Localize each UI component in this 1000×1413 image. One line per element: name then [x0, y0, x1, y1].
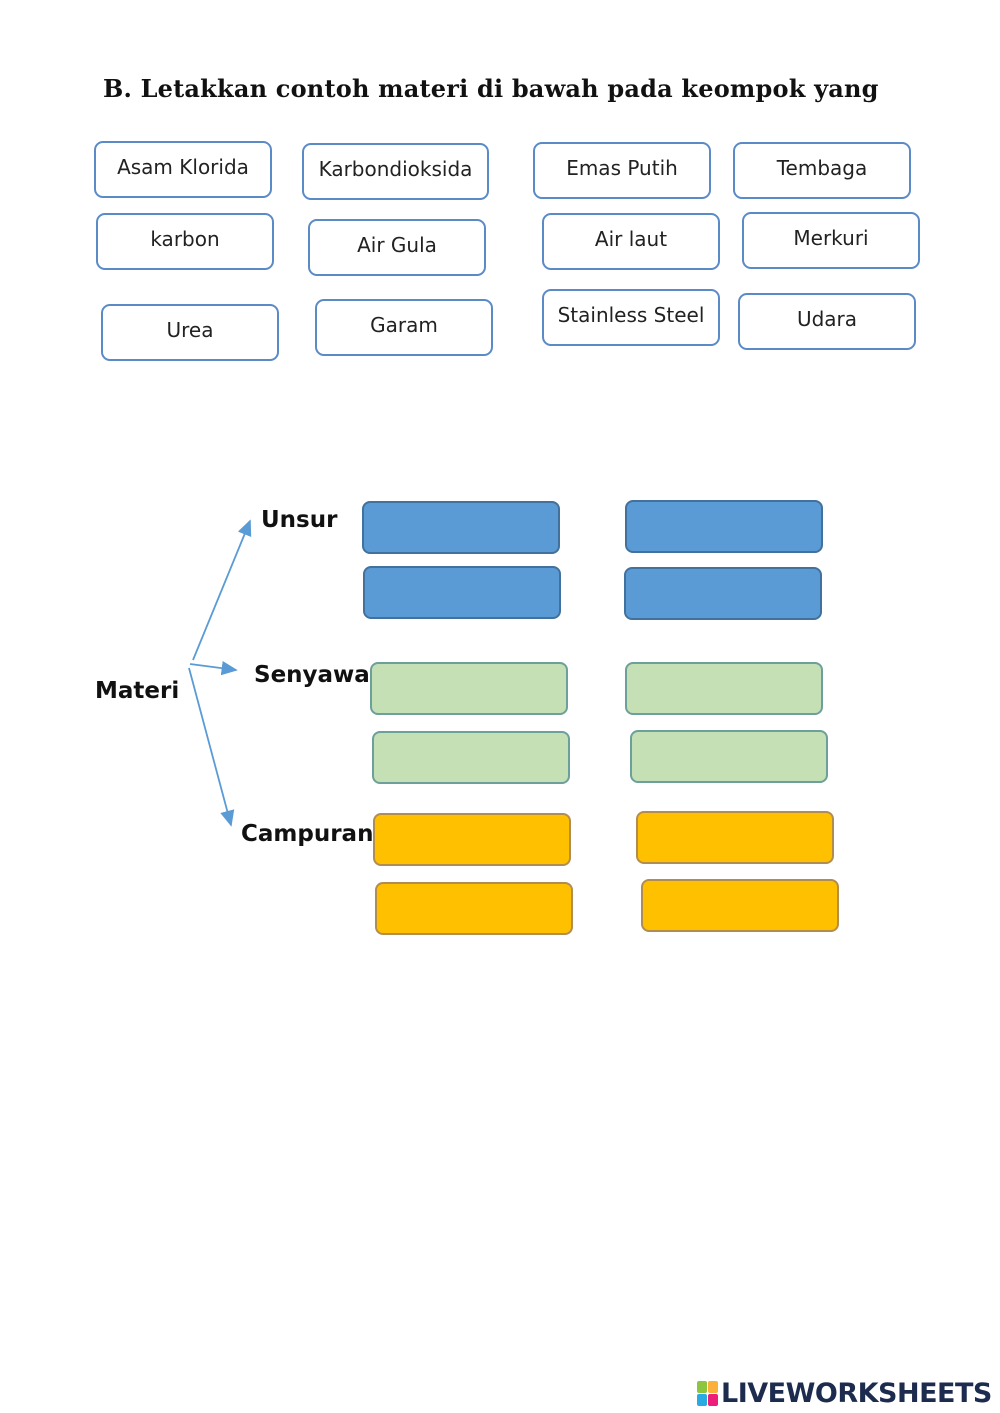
answer-card-urea[interactable]: Urea — [101, 304, 279, 361]
drop-slot-senyawa-4[interactable] — [630, 730, 828, 783]
answer-card-air-laut[interactable]: Air laut — [542, 213, 720, 270]
drop-slot-campuran-3[interactable] — [375, 882, 573, 935]
group-label-senyawa: Senyawa — [254, 662, 370, 688]
answer-card-asam-klorida[interactable]: Asam Klorida — [94, 141, 272, 198]
drop-slot-unsur-2[interactable] — [625, 500, 823, 553]
brand-text: LIVEWORKSHEETS — [721, 1378, 992, 1409]
arrow-to-unsur — [192, 519, 252, 661]
drop-slot-campuran-1[interactable] — [373, 813, 571, 866]
answer-card-karbondioksida[interactable]: Karbondioksida — [302, 143, 489, 200]
answer-card-karbon[interactable]: karbon — [96, 213, 274, 270]
answer-card-udara[interactable]: Udara — [738, 293, 916, 350]
answer-card-stainless-steel[interactable]: Stainless Steel — [542, 289, 720, 346]
drop-slot-campuran-4[interactable] — [641, 879, 839, 932]
group-label-unsur: Unsur — [261, 507, 338, 533]
drop-slot-campuran-2[interactable] — [636, 811, 834, 864]
answer-card-emas-putih[interactable]: Emas Putih — [533, 142, 711, 199]
drop-slot-unsur-1[interactable] — [362, 501, 560, 554]
drop-slot-senyawa-3[interactable] — [372, 731, 570, 784]
answer-card-tembaga[interactable]: Tembaga — [733, 142, 911, 199]
answer-card-garam[interactable]: Garam — [315, 299, 493, 356]
drop-slot-unsur-4[interactable] — [624, 567, 822, 620]
liveworksheets-logo: LIVEWORKSHEETS — [697, 1378, 992, 1409]
drop-slot-senyawa-1[interactable] — [370, 662, 568, 715]
drop-slot-unsur-3[interactable] — [363, 566, 561, 619]
root-label-materi: Materi — [95, 678, 180, 704]
answer-card-air-gula[interactable]: Air Gula — [308, 219, 486, 276]
worksheet-instruction: B. Letakkan contoh materi di bawah pada … — [103, 74, 879, 103]
arrow-to-senyawa — [189, 660, 238, 676]
liveworksheets-logo-icon — [697, 1380, 719, 1407]
arrow-to-campuran — [188, 667, 235, 827]
drop-slot-senyawa-2[interactable] — [625, 662, 823, 715]
group-label-campuran: Campuran — [241, 821, 374, 847]
answer-card-merkuri[interactable]: Merkuri — [742, 212, 920, 269]
